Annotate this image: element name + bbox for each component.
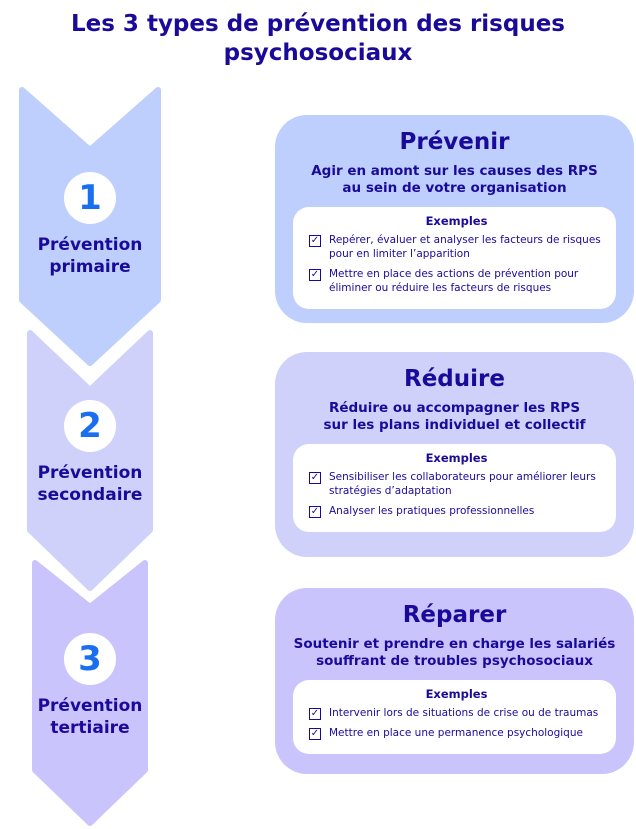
card-subtitle: Soutenir et prendre en charge les salari…: [293, 636, 616, 669]
example-item: ✓Repérer, évaluer et analyser les facteu…: [309, 234, 601, 260]
step-arrow-3: [32, 560, 148, 826]
checkbox-checked-icon: ✓: [309, 506, 321, 518]
checkbox-checked-icon: ✓: [309, 472, 321, 484]
examples-title: Exemples: [425, 451, 488, 465]
checkbox-checked-icon: ✓: [309, 728, 321, 740]
card-title: Réduire: [404, 366, 505, 392]
example-item: ✓Intervenir lors de situations de crise …: [309, 707, 599, 720]
step-number: 2: [64, 400, 116, 452]
checkbox-checked-icon: ✓: [309, 708, 321, 720]
example-item: ✓Analyser les pratiques professionnelles: [309, 505, 535, 518]
example-item: ✓Mettre en place des actions de préventi…: [309, 268, 579, 294]
examples-box: Exemples ✓Sensibiliser les collaborateur…: [293, 444, 616, 532]
step-number: 3: [64, 633, 116, 685]
examples-box: Exemples ✓Intervenir lors de situations …: [293, 680, 616, 754]
card-prevenir: Prévenir Agir en amont sur les causes de…: [275, 115, 634, 323]
checkbox-checked-icon: ✓: [309, 235, 321, 247]
example-item: ✓Mettre en place une permanence psycholo…: [309, 727, 583, 740]
examples-box: Exemples ✓Repérer, évaluer et analyser l…: [293, 207, 616, 309]
card-reparer: Réparer Soutenir et prendre en charge le…: [275, 588, 634, 774]
examples-title: Exemples: [425, 214, 488, 228]
examples-title: Exemples: [425, 687, 488, 701]
card-title: Prévenir: [399, 129, 510, 155]
example-item: ✓Sensibiliser les collaborateurs pour am…: [309, 471, 596, 497]
step-number: 1: [64, 172, 116, 224]
card-title: Réparer: [402, 602, 507, 628]
checkbox-checked-icon: ✓: [309, 269, 321, 281]
